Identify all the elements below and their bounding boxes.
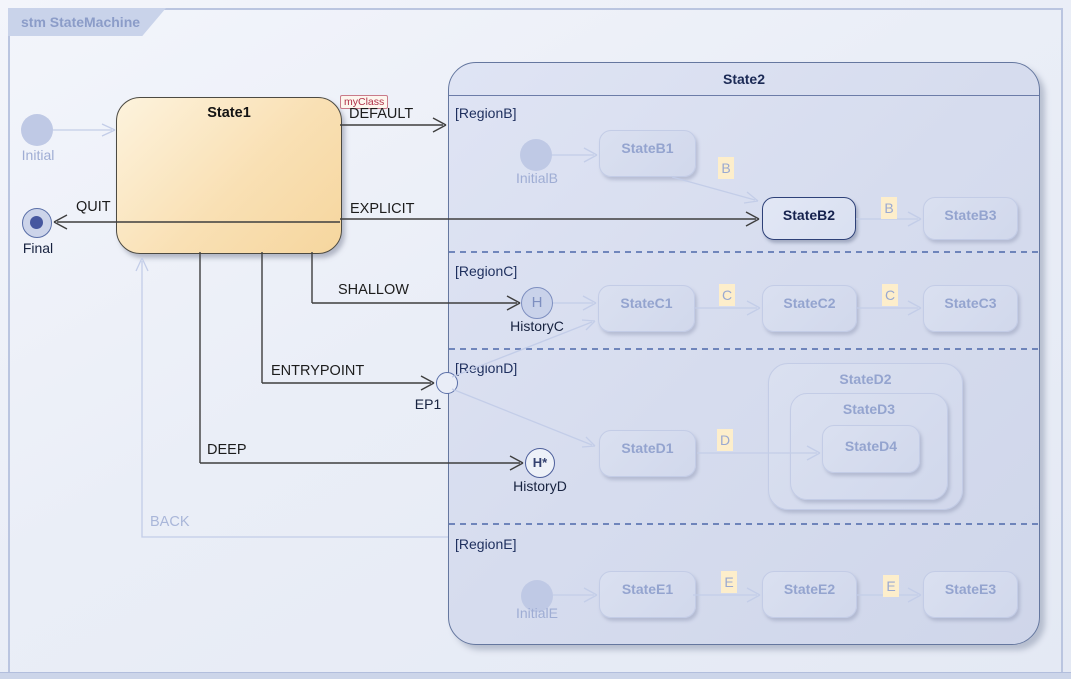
initial-node-label: Initial <box>21 147 55 163</box>
transition-label-shallow[interactable]: SHALLOW <box>338 282 409 298</box>
region-e-label: [RegionE] <box>455 536 517 552</box>
page-edge-strip <box>0 672 1071 679</box>
initiale-node[interactable] <box>521 580 553 612</box>
transition-label-explicit[interactable]: EXPLICIT <box>350 201 415 217</box>
initialb-node-label: InitialB <box>515 170 559 186</box>
state-statee2[interactable]: StateE2 <box>762 571 857 618</box>
state-state1[interactable]: State1 <box>116 97 342 254</box>
deep-history-icon: H* <box>532 455 548 470</box>
diagram-frame-tab: stm StateMachine <box>8 8 166 36</box>
trigger-c2[interactable]: C <box>882 284 898 306</box>
region-c-label: [RegionC] <box>455 263 518 279</box>
final-node[interactable] <box>22 208 52 238</box>
trigger-b1[interactable]: B <box>718 157 734 179</box>
shallow-history-icon: H <box>531 294 543 311</box>
initiale-node-label: InitialE <box>515 605 559 621</box>
ep1-node-label: EP1 <box>414 396 442 412</box>
state-statec2[interactable]: StateC2 <box>762 285 857 332</box>
transition-label-entrypoint[interactable]: ENTRYPOINT <box>271 363 365 379</box>
transition-label-deep[interactable]: DEEP <box>207 442 247 458</box>
initial-node[interactable] <box>21 114 53 146</box>
trigger-d1[interactable]: D <box>717 429 733 451</box>
state-statee1[interactable]: StateE1 <box>599 571 696 618</box>
region-b-label: [RegionB] <box>455 105 517 121</box>
transition-label-back[interactable]: BACK <box>150 514 190 530</box>
state-stated1[interactable]: StateD1 <box>599 430 696 477</box>
state1-title: State1 <box>207 105 251 121</box>
transition-label-quit[interactable]: QUIT <box>76 199 111 215</box>
state2-title: State2 <box>449 62 1039 96</box>
final-node-label: Final <box>22 240 54 256</box>
trigger-e2[interactable]: E <box>883 575 899 597</box>
initialb-node[interactable] <box>520 139 552 171</box>
historyc-node[interactable]: H <box>521 287 553 319</box>
state-statee3[interactable]: StateE3 <box>923 571 1018 618</box>
ep1-entry-point-node[interactable] <box>436 372 458 394</box>
transition-label-default[interactable]: DEFAULT <box>349 106 414 122</box>
default-stereotype-badge: myClass <box>340 95 389 109</box>
state-stateb1[interactable]: StateB1 <box>599 130 696 177</box>
trigger-c1[interactable]: C <box>719 284 735 306</box>
state-statec3[interactable]: StateC3 <box>923 285 1018 332</box>
trigger-b2[interactable]: B <box>881 197 897 219</box>
state-stateb3[interactable]: StateB3 <box>923 197 1018 240</box>
final-node-dot <box>30 216 43 229</box>
region-d-label: [RegionD] <box>455 360 518 376</box>
state-stated4[interactable]: StateD4 <box>822 425 920 473</box>
state-stateb2-highlighted[interactable]: StateB2 <box>762 197 856 240</box>
trigger-e1[interactable]: E <box>721 571 737 593</box>
historyd-node[interactable]: H* <box>525 448 555 478</box>
historyd-node-label: HistoryD <box>513 478 567 494</box>
historyc-node-label: HistoryC <box>510 318 564 334</box>
state-statec1[interactable]: StateC1 <box>598 285 695 332</box>
